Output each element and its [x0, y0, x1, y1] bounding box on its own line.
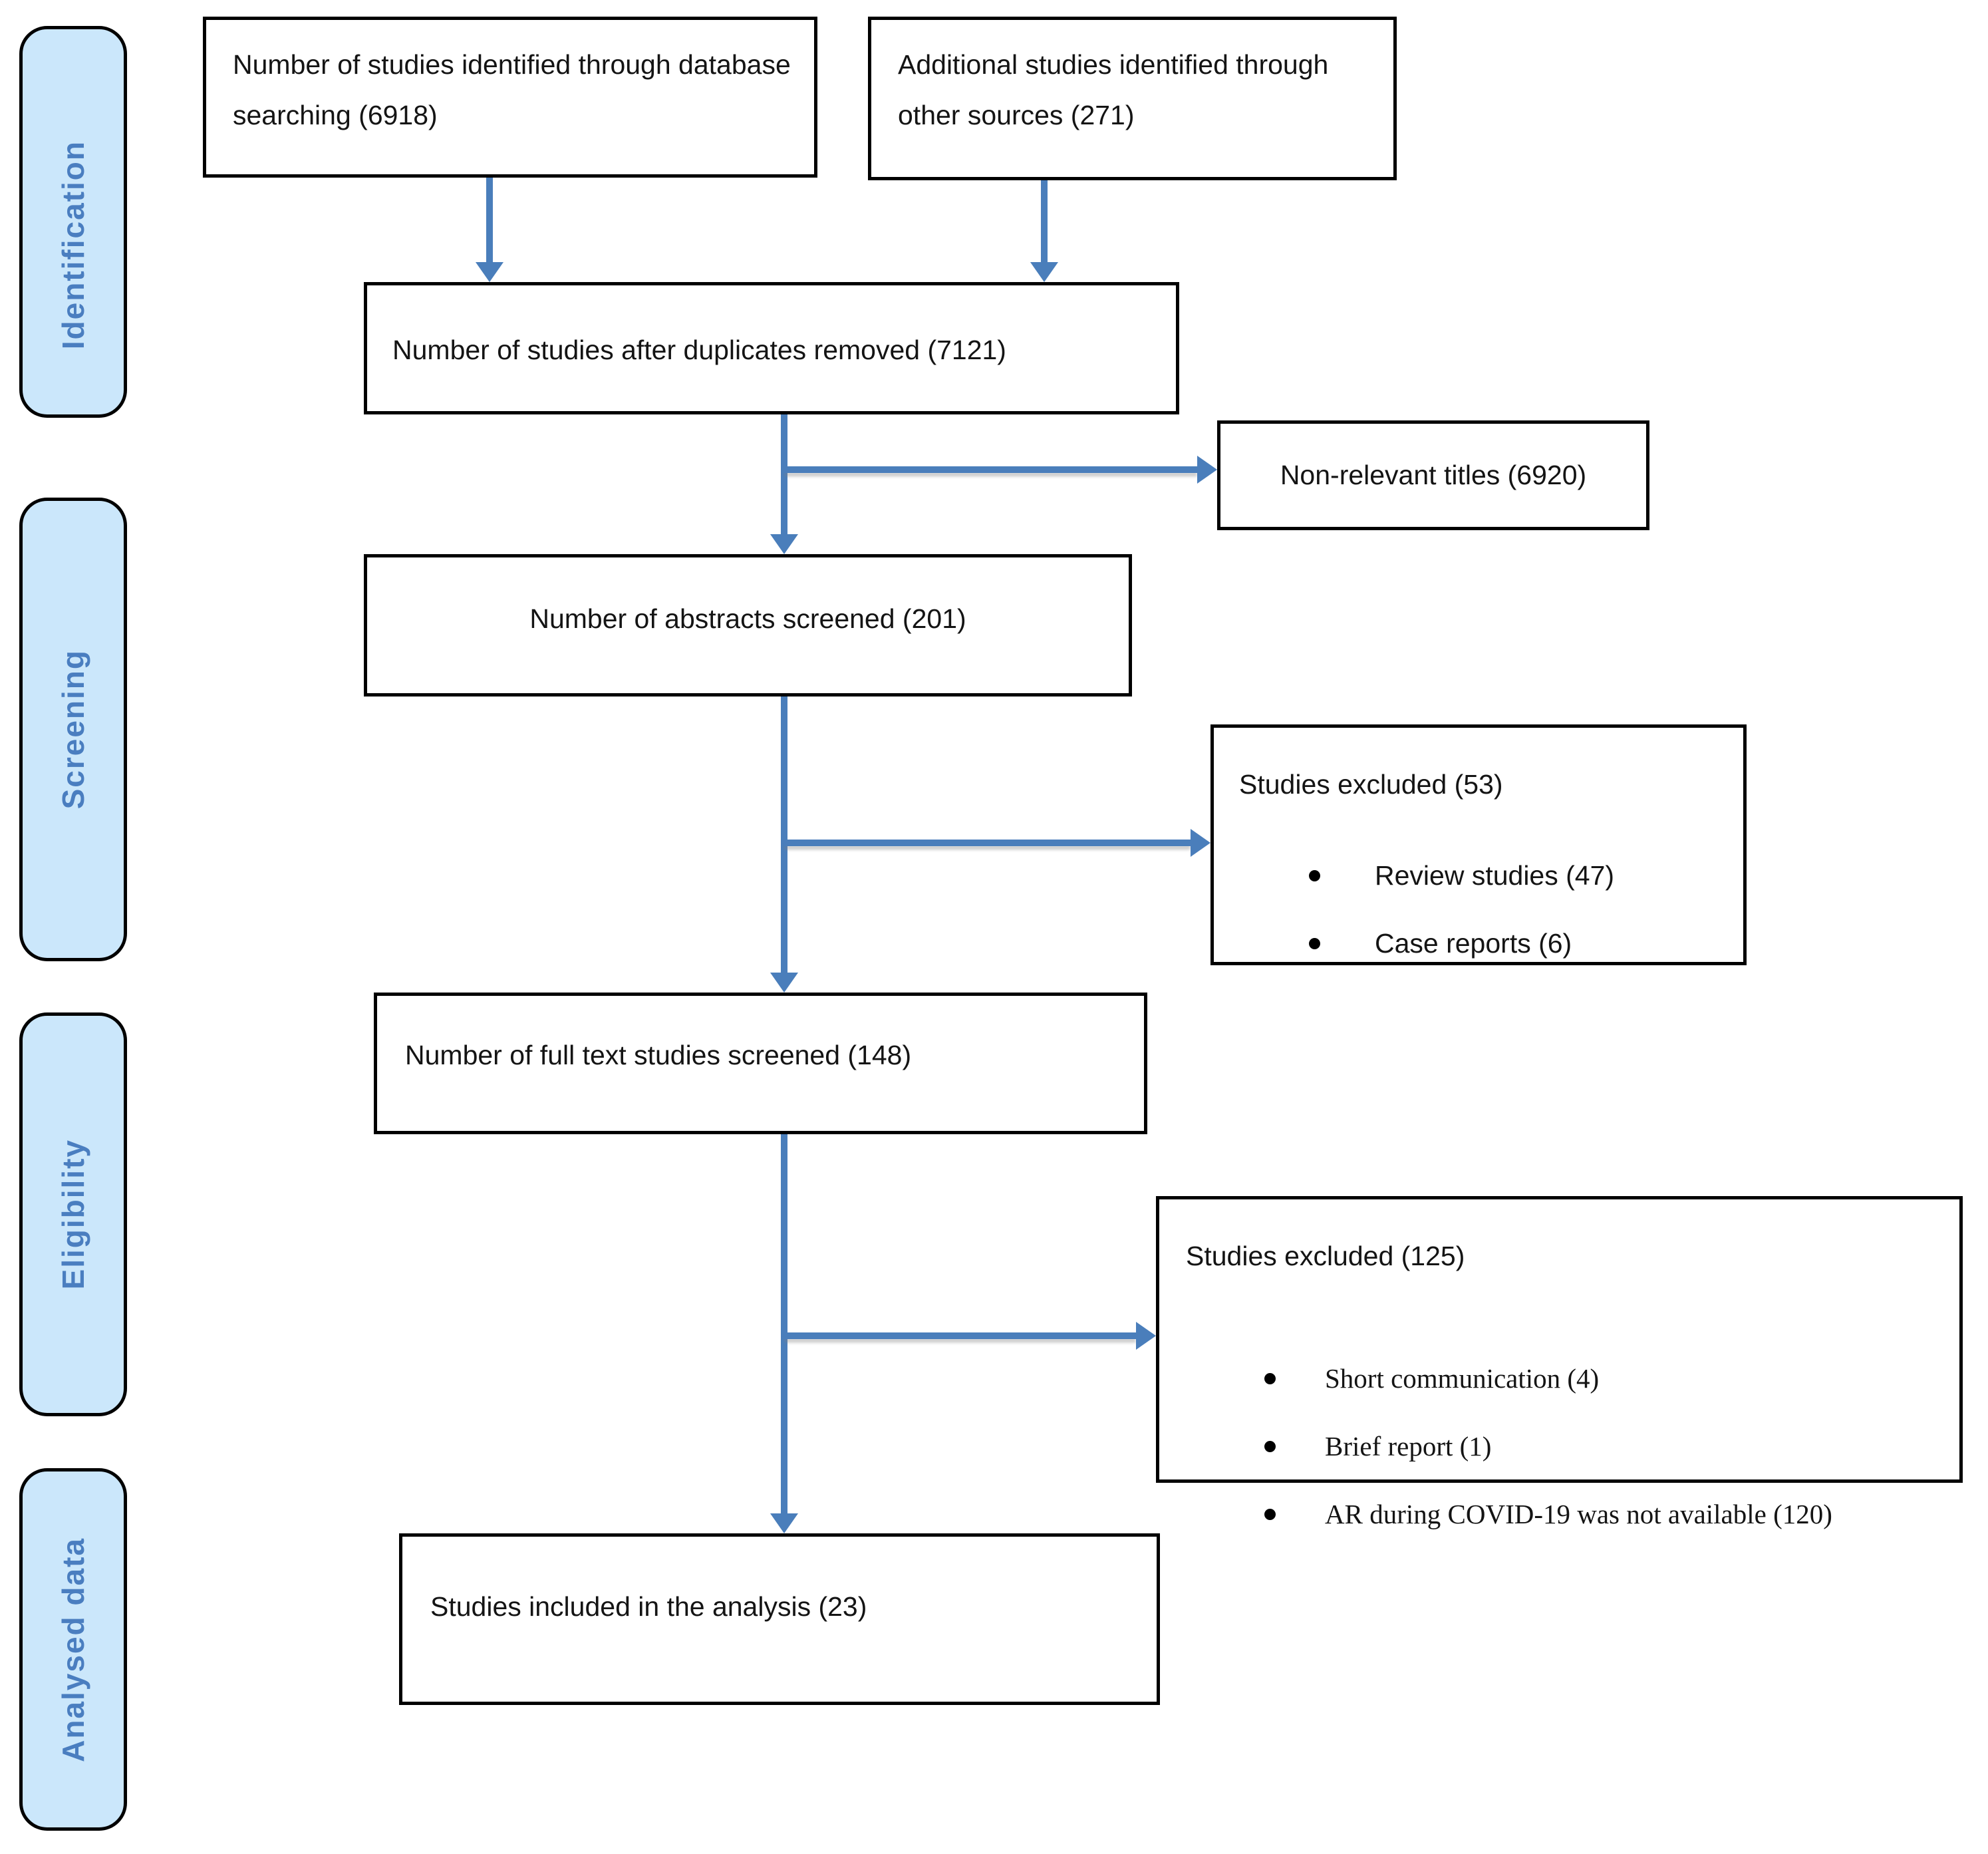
box-excluded-screening: Studies excluded (53) Review studies (47… — [1210, 724, 1747, 965]
box-included-analysis: Studies included in the analysis (23) — [399, 1533, 1160, 1705]
bullet-item: Brief report (1) — [1264, 1422, 1988, 1472]
arrowhead-down-icon — [1030, 262, 1058, 282]
arrowhead-right-icon — [1197, 456, 1217, 484]
connector-duplicates-to-abstracts — [781, 414, 787, 536]
arrowhead-down-icon — [770, 1513, 798, 1533]
bullet-dot-icon — [1264, 1509, 1276, 1521]
bullet-dot-icon — [1264, 1441, 1276, 1453]
box-database-searching: Number of studies identified through dat… — [203, 17, 817, 178]
connector-branch-excluded-53 — [783, 840, 1192, 846]
bullet-item-text: AR during COVID-19 was not available (12… — [1325, 1498, 1832, 1529]
excluded-eligibility-bullets: Short communication (4) Brief report (1)… — [1264, 1354, 1988, 1557]
arrowhead-down-icon — [476, 262, 503, 282]
box-duplicates-removed-text: Number of studies after duplicates remov… — [392, 335, 1006, 365]
connector-branch-excluded-125 — [783, 1332, 1137, 1339]
box-non-relevant-titles: Non-relevant titles (6920) — [1217, 420, 1649, 530]
stage-screening: Screening — [19, 498, 127, 961]
excluded-screening-bullets: Review studies (47) Case reports (6) — [1309, 851, 1838, 987]
stage-eligibility-label: Eligibility — [56, 1139, 90, 1290]
arrowhead-right-icon — [1136, 1322, 1156, 1350]
box-excluded-screening-title: Studies excluded (53) — [1239, 769, 1503, 800]
box-full-text-screened-text: Number of full text studies screened (14… — [405, 1040, 912, 1070]
box-excluded-eligibility: Studies excluded (125) Short communicati… — [1156, 1196, 1963, 1529]
connector-fulltext-to-included — [781, 1134, 787, 1515]
stage-analysed-data: Analysed data — [19, 1468, 127, 1831]
box-duplicates-removed: Number of studies after duplicates remov… — [364, 282, 1179, 414]
bullet-item-text: Review studies (47) — [1375, 860, 1615, 891]
box-excluded-eligibility-title: Studies excluded (125) — [1186, 1241, 1465, 1271]
box-database-searching-text: Number of studies identified through dat… — [233, 49, 791, 130]
box-non-relevant-titles-text: Non-relevant titles (6920) — [1280, 459, 1587, 490]
box-included-analysis-text: Studies included in the analysis (23) — [430, 1591, 867, 1622]
connector-branch-non-relevant — [783, 466, 1199, 473]
bullet-item: Short communication (4) — [1264, 1354, 1988, 1404]
box-abstracts-screened: Number of abstracts screened (201) — [364, 554, 1132, 696]
connector-abstracts-to-fulltext — [781, 696, 787, 974]
bullet-item: Review studies (47) — [1309, 851, 1838, 901]
bullet-item-text: Brief report (1) — [1325, 1430, 1492, 1462]
stage-analysed-data-label: Analysed data — [56, 1537, 90, 1762]
bullet-item: AR during COVID-19 was not available (12… — [1264, 1489, 1988, 1540]
connector-other-to-duplicates — [1041, 180, 1048, 263]
arrowhead-right-icon — [1191, 829, 1210, 857]
arrowhead-down-icon — [770, 973, 798, 993]
connector-db-to-duplicates — [486, 178, 493, 263]
bullet-item: Case reports (6) — [1309, 919, 1838, 969]
stage-eligibility: Eligibility — [19, 1012, 127, 1416]
box-abstracts-screened-text: Number of abstracts screened (201) — [529, 603, 966, 634]
bullet-item-text: Case reports (6) — [1375, 927, 1572, 959]
box-other-sources-text: Additional studies identified through ot… — [898, 49, 1329, 130]
bullet-dot-icon — [1264, 1373, 1276, 1385]
arrowhead-down-icon — [770, 534, 798, 554]
bullet-dot-icon — [1309, 938, 1320, 950]
stage-identification-label: Identification — [56, 140, 90, 350]
bullet-dot-icon — [1309, 870, 1320, 882]
stage-identification: Identification — [19, 26, 127, 418]
box-other-sources: Additional studies identified through ot… — [868, 17, 1397, 180]
bullet-item-text: Short communication (4) — [1325, 1363, 1600, 1394]
box-full-text-screened: Number of full text studies screened (14… — [374, 993, 1147, 1134]
stage-screening-label: Screening — [56, 649, 90, 810]
